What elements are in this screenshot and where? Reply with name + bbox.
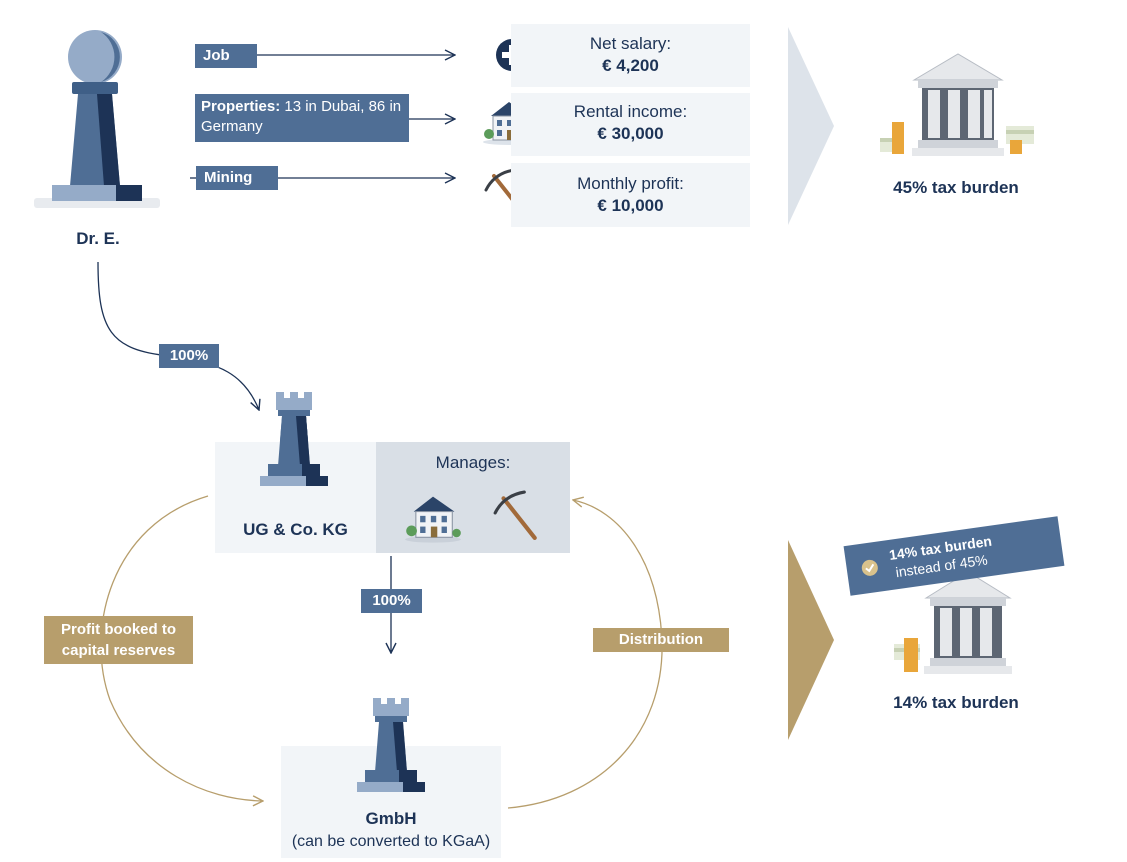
rook-icon <box>357 698 425 792</box>
house-icon <box>405 496 461 543</box>
monthly-profit-value: € 10,000 <box>597 196 664 215</box>
top-chevron <box>788 27 834 225</box>
rental-income-label: Rental income: <box>573 102 688 121</box>
share-to-ug-tag: 100% <box>159 344 219 368</box>
tag-properties: Properties: 13 in Dubai, 86 in Germany <box>195 94 409 142</box>
monthly-profit-label: Monthly profit: <box>577 174 684 193</box>
tag-properties-detail: 13 in Dubai, 86 in Germany <box>201 98 402 135</box>
net-salary-box: Net salary: € 4,200 <box>511 24 750 87</box>
tag-properties-bold: Properties: <box>201 98 281 115</box>
net-salary-value: € 4,200 <box>602 56 659 75</box>
owner-to-ug-arrow <box>97 261 259 410</box>
bottom-tax-caption: 14% tax burden <box>893 693 1019 712</box>
tag-job: Job <box>195 44 257 68</box>
right-flow-label: Distribution <box>593 628 729 652</box>
share-to-gmbh-tag: 100% <box>361 589 422 613</box>
tax-badge: 14% tax burden instead of 45% <box>843 516 1065 596</box>
rental-income-value: € 30,000 <box>597 124 664 143</box>
rental-income-box: Rental income: € 30,000 <box>511 93 750 156</box>
left-flow-arrow <box>100 495 263 801</box>
left-flow-label: Profit booked to capital reserves <box>44 616 193 664</box>
net-salary-label: Net salary: <box>589 34 672 53</box>
monthly-profit-box: Monthly profit: € 10,000 <box>511 163 750 227</box>
bottom-chevron <box>788 540 834 740</box>
gmbh-name: GmbH <box>365 809 417 828</box>
check-circle-icon <box>861 559 878 576</box>
top-tax-caption: 45% tax burden <box>893 178 1019 197</box>
bank-icon <box>880 53 1034 156</box>
pawn-icon <box>34 30 160 208</box>
tag-mining: Mining <box>196 166 278 190</box>
owner-name: Dr. E. <box>76 229 120 248</box>
ug-name: UG & Co. KG <box>243 520 348 539</box>
bank-icon <box>894 571 1012 674</box>
pickaxe-icon <box>493 490 537 540</box>
gmbh-note: (can be converted to KGaA) <box>291 833 491 850</box>
rook-icon <box>260 392 328 486</box>
manages-label: Manages: <box>435 453 511 472</box>
